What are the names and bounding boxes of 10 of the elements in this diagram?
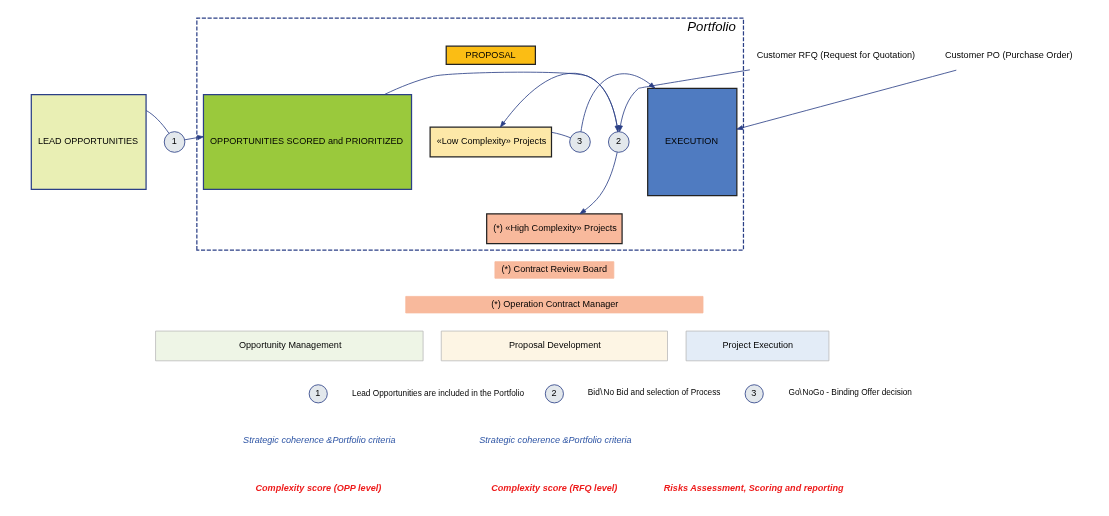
node-label: Lead Opportunities are included in the Portfolio [351,388,524,398]
node-label: Bid\No Bid and selection of Process [587,388,720,398]
label: Risks Assessment, Scoring and reporting [663,483,844,494]
node-text: Customer PO (Purchase Order) [944,49,1073,60]
label: Complexity score (RFQ level) [490,483,617,494]
node-text: Customer RFQ (Request for Quotation) [756,49,915,60]
label: Strategic coherence &Portfolio criteria [242,435,395,446]
node-label: Go\NoGo - Binding Offer decision [787,388,912,398]
label: Strategic coherence &Portfolio criteria [478,435,632,446]
label: Complexity score (OPP level) [254,483,381,494]
